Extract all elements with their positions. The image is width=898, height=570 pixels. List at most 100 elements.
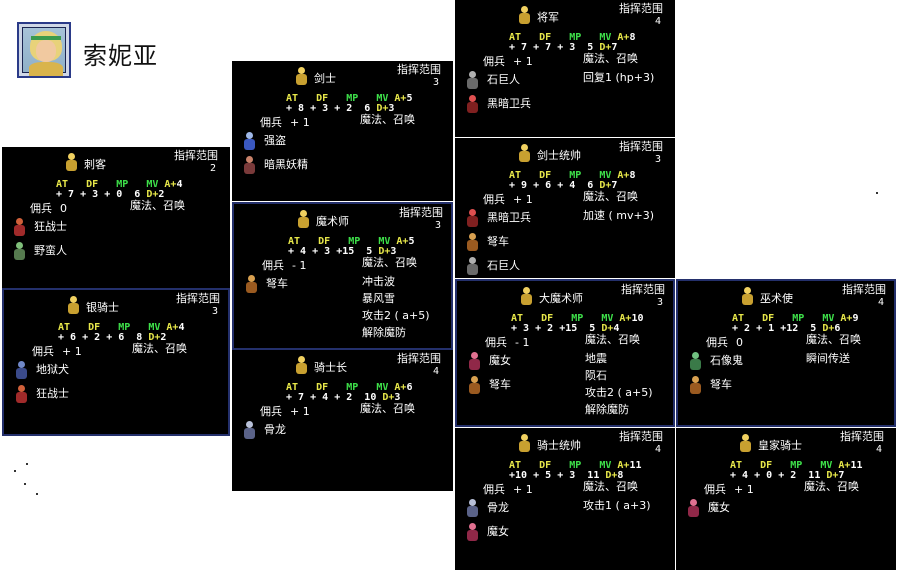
stat-header: AT DF MP MV A+5 (286, 93, 412, 105)
unit-sprite-icon (242, 420, 256, 440)
stat-at-value: + 7 (286, 392, 305, 403)
mercenary-label: 佣兵 (32, 345, 54, 358)
mercenary-label: 佣兵 (483, 55, 505, 68)
stat-at-value: + 7 (509, 42, 528, 53)
stat-a-value: 5 (408, 236, 415, 247)
mercenary-value: 0 (736, 336, 743, 349)
mercenary-label: 佣兵 (483, 193, 505, 206)
stat-values: + 7 + 7 + 3 5 D+7 (509, 42, 617, 54)
stat-mp-value: +15 (336, 246, 355, 257)
class-name: 刺客 (84, 158, 106, 171)
stat-at-value: + 7 (56, 189, 75, 200)
stat-df-label: DF (541, 313, 554, 324)
unit-sprite-icon (12, 217, 26, 237)
unit-name: 强盗 (264, 134, 286, 147)
commander-sprite-icon (738, 433, 756, 455)
stat-header: AT DF MP MV A+5 (288, 236, 414, 248)
unit-sprite-icon (465, 208, 479, 228)
command-range-value: 3 (433, 77, 440, 88)
portrait-headband (31, 36, 61, 40)
magic-summon-label: 魔法、召唤 (360, 113, 415, 126)
stat-d-label: D+ (148, 332, 161, 343)
stat-d-value: 2 (158, 189, 165, 200)
unit-name: 弩车 (710, 378, 732, 391)
stat-d-value: 6 (834, 323, 841, 334)
unit-name: 骨龙 (264, 423, 286, 436)
skill-name: 瞬间传送 (806, 352, 850, 365)
commander-sprite-icon (519, 286, 537, 308)
stat-d-label: D+ (378, 246, 391, 257)
stat-at-value: + 4 (288, 246, 307, 257)
stat-d-value: 3 (388, 103, 395, 114)
stat-a-label: A+ (164, 179, 177, 190)
stat-mv-value: 8 (136, 332, 143, 343)
unit-name: 狂战士 (36, 387, 69, 400)
command-range-label: 指挥范围 (174, 149, 218, 162)
portrait-frame (22, 27, 66, 76)
commander-sprite-icon (517, 433, 535, 455)
mercenary-value: + 1 (513, 483, 533, 496)
unit-sprite-icon (242, 131, 256, 151)
unit-sprite-icon (688, 351, 702, 371)
stat-mv-value: 6 (364, 103, 371, 114)
stat-a-label: A+ (617, 170, 630, 181)
mercenary-value: + 1 (290, 116, 310, 129)
stat-values: + 4 + 3 +15 5 D+3 (288, 246, 396, 258)
stat-a-label: A+ (394, 93, 407, 104)
stat-d-label: D+ (822, 323, 835, 334)
mercenary-label: 佣兵 (704, 483, 726, 496)
stat-at-label: AT (56, 179, 69, 190)
stat-mp-label: MP (569, 32, 582, 43)
stat-at-label: AT (58, 322, 71, 333)
magic-summon-label: 魔法、召唤 (132, 342, 187, 355)
unit-name: 石像鬼 (710, 354, 743, 367)
stat-d-value: 3 (394, 392, 401, 403)
stat-values: + 6 + 2 + 6 8 D+2 (58, 332, 166, 344)
stat-mp-value: +15 (559, 323, 578, 334)
stat-df-label: DF (88, 322, 101, 333)
command-range-label: 指挥范围 (399, 206, 443, 219)
stat-a-value: 4 (176, 179, 183, 190)
stat-at-value: + 8 (286, 103, 305, 114)
hero-portrait (17, 22, 71, 78)
stat-header: AT DF MP MV A+11 (730, 460, 863, 472)
stat-a-value: 11 (629, 460, 642, 471)
stat-a-label: A+ (838, 460, 851, 471)
command-range-value: 3 (655, 154, 662, 165)
stat-a-value: 4 (178, 322, 185, 333)
unit-name: 狂战士 (34, 220, 67, 233)
stat-d-label: D+ (382, 392, 395, 403)
stat-d-value: 7 (611, 42, 618, 53)
unit-name: 地狱犬 (36, 363, 69, 376)
stat-mv-value: 5 (589, 323, 596, 334)
unit-name: 黑暗卫兵 (487, 97, 531, 110)
stat-header: AT DF MP MV A+10 (511, 313, 644, 325)
stat-header: AT DF MP MV A+4 (56, 179, 182, 191)
magic-summon-label: 魔法、召唤 (806, 333, 861, 346)
class-name: 将军 (537, 11, 559, 24)
unit-name: 野蛮人 (34, 244, 67, 257)
stat-at-value: + 4 (730, 470, 749, 481)
stat-d-label: D+ (146, 189, 159, 200)
stat-df-label: DF (762, 313, 775, 324)
command-range-value: 4 (876, 444, 883, 455)
stat-mp-label: MP (571, 313, 584, 324)
stat-a-label: A+ (394, 382, 407, 393)
command-range-label: 指挥范围 (397, 63, 441, 76)
stat-a-label: A+ (396, 236, 409, 247)
stat-mp-label: MP (118, 322, 131, 333)
stat-mp-label: MP (569, 460, 582, 471)
mercenary-value: 0 (60, 202, 67, 215)
mercenary-label: 佣兵 (706, 336, 728, 349)
